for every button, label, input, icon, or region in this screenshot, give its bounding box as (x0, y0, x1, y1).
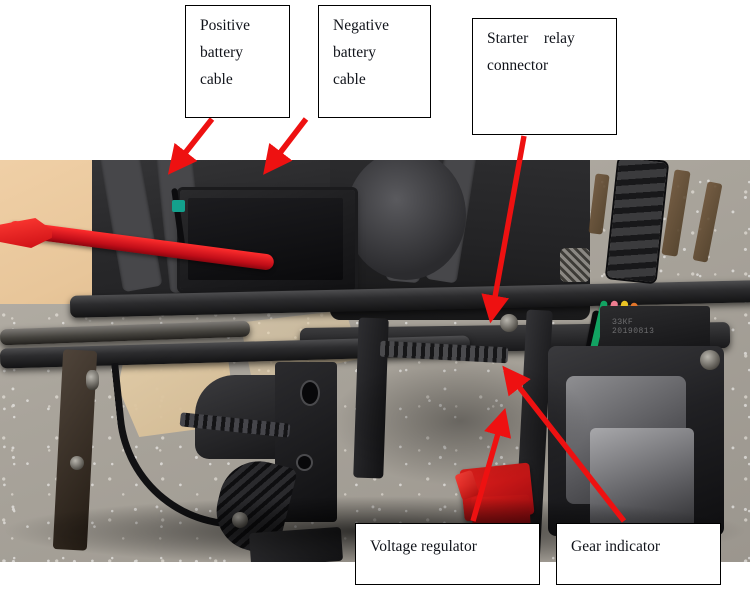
bracket-hole (302, 382, 318, 404)
date-code: 20190813 (612, 327, 655, 336)
callout-line: connector (487, 57, 549, 74)
callout-line: battery (333, 44, 377, 61)
arrow-positive-battery-cable (167, 117, 215, 175)
callout-starter-relay-connector: Starter relay connector (472, 18, 617, 135)
bolt (700, 350, 720, 370)
callout-line: battery (200, 44, 244, 61)
callout-negative-battery-cable: Negative battery cable (318, 5, 431, 118)
bolt (70, 456, 84, 470)
bolt (86, 370, 99, 390)
bolt (500, 314, 518, 332)
callout-line: cable (333, 71, 366, 88)
callout-line: Positive (200, 17, 250, 34)
photo-centre-shadow (330, 356, 590, 486)
callout-line: Negative (333, 17, 389, 34)
callout-line: Voltage regulator (370, 538, 477, 555)
callout-gear-indicator: Gear indicator (556, 523, 721, 585)
callout-positive-battery-cable: Positive battery cable (185, 5, 290, 118)
bracket-hole (298, 456, 311, 469)
callout-line: cable (200, 71, 233, 88)
stamp-prefix: ЗЗКF (612, 318, 634, 327)
callout-line: Starter relay (487, 30, 575, 47)
wheel-hub (346, 160, 466, 280)
arrow-negative-battery-cable (263, 117, 309, 175)
callout-line: Gear indicator (571, 538, 661, 555)
callout-voltage-regulator: Voltage regulator (355, 523, 540, 585)
quad-bike-photograph: ЗЗКF 20190813 (0, 160, 750, 562)
cable-clip (172, 200, 185, 212)
knurled-fitting (560, 248, 590, 282)
date-code-stamp: ЗЗКF 20190813 (612, 318, 704, 336)
